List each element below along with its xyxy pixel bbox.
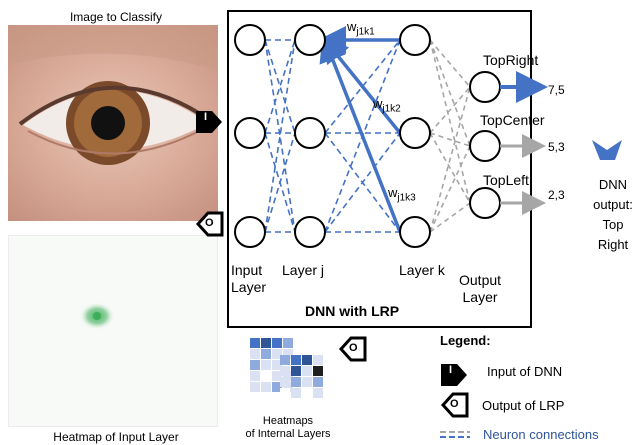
badge-letter-legend-output: O: [450, 398, 459, 410]
internal-heatmap-front: [280, 366, 290, 376]
internal-heatmap-back: [272, 338, 282, 348]
output-label-topleft: TopLeft: [483, 172, 529, 188]
internal-heatmap-back: [261, 349, 271, 359]
internal-heatmap-front: [291, 388, 301, 398]
node-layer-k: [399, 24, 431, 56]
legend-input-label: Input of DNN: [487, 364, 563, 379]
badge-letter-output-heatmaps: O: [349, 342, 358, 354]
weight-label-2: wj1k2: [373, 96, 401, 115]
input-arrow-icon: [196, 111, 222, 133]
legend-output-arrow-icon: [440, 392, 469, 418]
internal-heatmap-front: [313, 355, 323, 365]
edge-k-output: [429, 39, 471, 88]
node-layer-k: [399, 216, 431, 248]
internal-heatmap-back: [261, 360, 271, 370]
edge-k-output: [429, 39, 471, 204]
output-label-topright: TopRight: [483, 52, 539, 68]
node-output: [469, 71, 501, 103]
internal-heatmap-front: [313, 366, 323, 376]
eye-photo: [8, 25, 218, 221]
internal-heatmap-front: [291, 366, 301, 376]
edge-k-output: [429, 39, 471, 147]
edge-input-j: [264, 39, 296, 134]
node-input: [234, 216, 266, 248]
badge-letter-legend-input: I: [449, 364, 453, 376]
edge-k-output: [429, 145, 471, 233]
internal-heatmap-front: [302, 388, 312, 398]
internal-heatmap-front: [313, 377, 323, 387]
edge-k-output: [429, 202, 471, 233]
output-value-topleft: 2,3: [548, 188, 565, 202]
input-heatmap: [8, 235, 218, 427]
edge-j1k3-highlight: [319, 33, 402, 233]
edge-input-j: [264, 39, 296, 134]
internal-heatmap-back: [250, 338, 260, 348]
internal-heatmap-back: [261, 382, 271, 392]
edge-input-j: [264, 39, 296, 233]
dnn-box: [227, 10, 532, 328]
internal-heatmap-front: [291, 377, 301, 387]
edge-k-output: [429, 132, 471, 204]
internal-heatmap-back: [283, 338, 293, 348]
node-output: [469, 187, 501, 219]
node-input: [234, 24, 266, 56]
output-arrow-icon: [195, 211, 224, 237]
internal-heatmap-front: [291, 355, 301, 365]
internal-heatmap-back: [272, 382, 282, 392]
internal-heatmap-front: [313, 388, 323, 398]
node-layer-k: [399, 117, 431, 149]
internal-heatmap-back: [250, 349, 260, 359]
layer-k-label: Layer k: [399, 262, 445, 278]
node-layer-j: [294, 216, 326, 248]
internal-heatmap-front: [280, 377, 290, 387]
result-arrow-icon: [592, 140, 622, 160]
layer-j-label: Layer j: [282, 262, 325, 278]
node-layer-j: [294, 24, 326, 56]
weight-label-3: wj1k3: [388, 185, 416, 204]
dnn-box-title: DNN with LRP: [305, 303, 400, 319]
internal-heatmap-back: [261, 371, 271, 381]
weight-label-1: wj1k1: [347, 19, 375, 38]
internal-heatmap-back: [272, 349, 282, 359]
node-input: [234, 117, 266, 149]
internal-heatmap-back: [283, 349, 293, 359]
legend-connections-label: Neuron connections: [483, 427, 599, 442]
internal-heatmap-front: [280, 388, 290, 398]
internal-heatmap-front: [302, 355, 312, 365]
node-layer-j: [294, 117, 326, 149]
edge-input-j: [264, 132, 296, 233]
edge-k-output: [429, 86, 471, 233]
internal-heatmap-back: [250, 371, 260, 381]
node-output: [469, 130, 501, 162]
legend-output-label: Output of LRP: [482, 398, 565, 413]
input-image-title: Image to Classify: [69, 10, 163, 24]
internal-heatmap-back: [272, 360, 282, 370]
legend-title: Legend:: [440, 333, 491, 348]
internal-heatmap-back: [261, 338, 271, 348]
internal-heatmap-back: [250, 382, 260, 392]
edge-input-j: [264, 39, 296, 233]
internal-heatmap-back: [272, 371, 282, 381]
internal-heatmap-front: [302, 377, 312, 387]
output-label-topcenter: TopCenter: [480, 112, 545, 128]
output-value-topright: 7,5: [548, 83, 565, 97]
output-arrow-icon: [338, 336, 367, 362]
badge-letter-input: I: [204, 111, 208, 123]
internal-heatmap-back: [250, 360, 260, 370]
internal-heatmap-front: [302, 366, 312, 376]
network-connections: [195, 24, 622, 438]
heatmap-title: Heatmap of Input Layer: [53, 430, 179, 444]
badge-letter-output-left: O: [205, 217, 214, 229]
internal-heatmap-front: [280, 355, 290, 365]
output-value-topcenter: 5,3: [548, 140, 565, 154]
edge-j-k: [324, 132, 401, 233]
legend-input-arrow-icon: [441, 364, 467, 386]
edge-k-output: [429, 86, 471, 134]
edge-k-output: [429, 132, 471, 147]
